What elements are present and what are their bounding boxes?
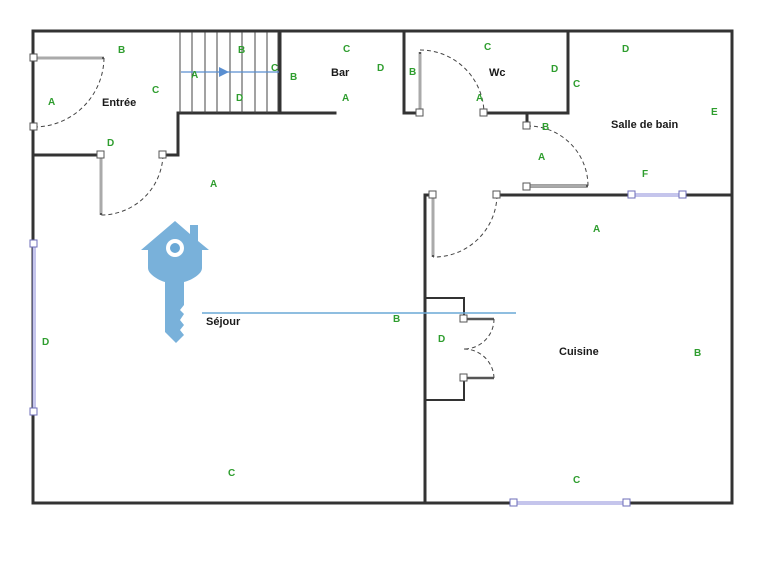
room-label-sejour: Séjour [206, 316, 241, 328]
placard-top [425, 297, 465, 319]
wall-letter: A [593, 224, 600, 235]
stair-direction-arrow [181, 67, 279, 77]
wall-letter: B [393, 314, 400, 325]
wall-letter: B [542, 122, 549, 133]
wall-letter: D [622, 44, 629, 55]
door-entree [29, 53, 105, 131]
wall-letter: C [271, 63, 278, 74]
house-key-icon [141, 221, 209, 343]
wall-letter: B [118, 45, 125, 56]
wall-letters: B A C D A B C D B C D A B C D A C D E F … [42, 42, 718, 486]
wall-letter: C [228, 468, 235, 479]
room-labels: Entrée Bar Wc Salle de bain Séjour Cuisi… [102, 67, 679, 358]
wall-letter: B [694, 348, 701, 359]
wall-letter: C [573, 79, 580, 90]
windows [29, 190, 687, 507]
doors [29, 49, 589, 382]
wall-letter: A [191, 70, 198, 81]
wall-letter: B [290, 72, 297, 83]
door-placard [459, 314, 495, 382]
wall-letter: C [152, 85, 159, 96]
room-label-salle-de-bain: Salle de bain [611, 119, 679, 131]
wall-letter: B [409, 67, 416, 78]
wall-letter: D [551, 64, 558, 75]
walls [31, 29, 734, 505]
room-label-entree: Entrée [102, 97, 136, 109]
door-wc [415, 49, 488, 117]
wall-letter: D [42, 337, 49, 348]
wall-letter: D [107, 138, 114, 149]
door-cuisine [428, 190, 501, 258]
wall-letter: D [438, 334, 445, 345]
placard-bottom [425, 378, 465, 401]
wall-letter: A [342, 93, 349, 104]
wall-letter: D [236, 93, 243, 104]
wall-letter: F [642, 169, 648, 180]
stairs-wall [161, 30, 282, 157]
wall-letter: C [573, 475, 580, 486]
outer-wall [31, 29, 734, 505]
wall-letter: C [343, 44, 350, 55]
wall-letter: A [476, 93, 483, 104]
wall-letter: C [484, 42, 491, 53]
wall-letter: A [48, 97, 55, 108]
room-label-bar: Bar [331, 67, 350, 79]
wall-letter: A [538, 152, 545, 163]
wc-left-wall [402, 30, 422, 115]
door-entree-sejour [96, 150, 167, 216]
wc-right-wall [525, 30, 570, 128]
wall-letter: D [377, 63, 384, 74]
room-label-wc: Wc [489, 67, 506, 79]
door-sdb [522, 121, 589, 191]
room-label-cuisine: Cuisine [559, 346, 599, 358]
wall-letter: A [210, 179, 217, 190]
arrow-right-icon [219, 67, 229, 77]
wall-letter: E [711, 107, 718, 118]
wall-letter: B [238, 45, 245, 56]
